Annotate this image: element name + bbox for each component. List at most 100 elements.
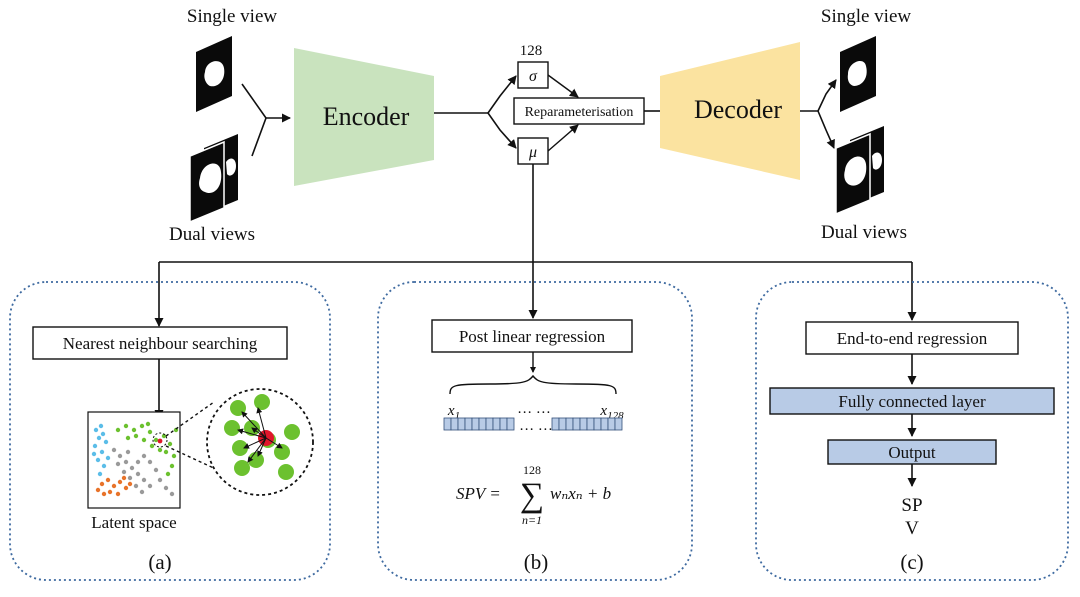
latent-point-green — [171, 453, 177, 459]
fully-connected-layer-label: Fully connected layer — [838, 392, 986, 411]
latent-point-blue — [98, 423, 104, 429]
input-merge-connector — [241, 83, 267, 157]
neighbour-arrow — [265, 437, 283, 449]
latent-point-green — [149, 443, 155, 449]
latent-point-blue — [92, 443, 98, 449]
arrow-to-mu — [487, 112, 517, 149]
vector-cell — [579, 417, 588, 431]
vector-cell — [457, 417, 466, 431]
nearest-neighbour-label: Nearest neighbour searching — [63, 334, 258, 353]
neighbour-point — [248, 452, 264, 468]
latent-point-blue — [93, 427, 99, 433]
vector-cell — [443, 417, 452, 431]
latent-point-blue — [99, 449, 105, 455]
vector-brace — [449, 374, 617, 395]
latent-point-blue — [100, 431, 106, 437]
latent-point-green — [141, 437, 147, 443]
neighbour-point — [278, 464, 294, 480]
latent-point-blue — [101, 463, 107, 469]
neighbour-point — [224, 420, 240, 436]
panel-b-frame — [377, 281, 693, 581]
vector-cell — [471, 417, 480, 431]
latent-point-green — [145, 421, 151, 427]
end-to-end-label: End-to-end regression — [837, 329, 988, 348]
encoder-label: Encoder — [323, 102, 410, 131]
latent-point-blue — [95, 457, 101, 463]
latent-point-blue — [105, 455, 111, 461]
output-dual-view-image — [835, 126, 884, 216]
vector-cell — [478, 417, 487, 431]
vector-cell — [551, 417, 560, 431]
vector-cell — [558, 417, 567, 431]
arrow-mu-to-reparam — [547, 124, 579, 152]
latent-point-orange — [121, 475, 127, 481]
x1-label: x1 — [447, 403, 460, 422]
vector-cell — [506, 417, 515, 431]
decoder-label: Decoder — [694, 95, 782, 124]
vector-dots-bottom: … … — [519, 418, 553, 434]
latent-point-blue — [91, 451, 97, 457]
mu-symbol: μ — [528, 144, 537, 161]
panel-c-caption: (c) — [900, 550, 923, 574]
output-layer-label: Output — [888, 443, 936, 462]
latent-point-gray — [157, 477, 163, 483]
x1-symbol: x — [447, 403, 455, 419]
latent-point-green — [133, 433, 139, 439]
vector-cell — [485, 417, 494, 431]
latent-point-orange — [115, 491, 121, 497]
latent-vector — [443, 417, 623, 431]
neighbour-point — [284, 424, 300, 440]
latent-point-gray — [121, 469, 127, 475]
latent-point-orange — [117, 479, 123, 485]
latent-point-green — [147, 429, 153, 435]
neighbour-point — [234, 460, 250, 476]
panel-a-caption: (a) — [148, 550, 171, 574]
latent-point-gray — [129, 465, 135, 471]
formula-rhs: wₙxₙ + b — [550, 484, 611, 503]
reparameterisation-label: Reparameterisation — [525, 105, 634, 120]
vector-cell — [614, 417, 623, 431]
vector-dots-top: … … — [517, 401, 551, 417]
vector-cell — [492, 417, 501, 431]
latent-point-orange — [105, 477, 111, 483]
panel-c-frame — [755, 281, 1069, 581]
decoder-block — [660, 42, 800, 180]
post-linear-regression-label: Post linear regression — [459, 327, 606, 346]
latent-point-gray — [169, 491, 175, 497]
input-dual-view-image — [189, 134, 238, 224]
input-single-view-label: Single view — [187, 6, 278, 27]
latent-point-green — [115, 427, 121, 433]
panel-a-frame — [9, 281, 331, 581]
latent-point-green — [153, 437, 159, 443]
latent-point-orange — [123, 485, 129, 491]
latent-point-gray — [135, 459, 141, 465]
sigma-symbol: σ — [529, 68, 538, 85]
latent-point-green — [165, 471, 171, 477]
latent-point-gray — [141, 477, 147, 483]
arrow-to-single-output — [817, 79, 837, 112]
input-dual-views-label: Dual views — [169, 224, 255, 245]
output-v-label: V — [905, 518, 919, 539]
latent-point-green — [139, 423, 145, 429]
latent-point-green — [163, 449, 169, 455]
output-layer-box — [827, 439, 997, 465]
sigma-box — [517, 61, 549, 89]
neighbour-arrow — [241, 411, 267, 439]
latent-point-orange — [95, 487, 101, 493]
nearest-neighbour-box — [32, 326, 288, 360]
x1-subscript: 1 — [455, 410, 461, 422]
arrow-to-dual-output — [817, 110, 835, 149]
latent-point-gray — [147, 483, 153, 489]
x128-symbol: x — [599, 403, 607, 419]
zoom-region — [152, 432, 168, 448]
neighbour-point — [274, 444, 290, 460]
vector-cell — [499, 417, 508, 431]
arrow-sigma-to-reparam — [547, 74, 579, 98]
latent-point-gray — [123, 459, 129, 465]
end-to-end-box — [805, 321, 1019, 355]
latent-point-gray — [139, 489, 145, 495]
vector-cell — [607, 417, 616, 431]
latent-point-gray — [115, 461, 121, 467]
